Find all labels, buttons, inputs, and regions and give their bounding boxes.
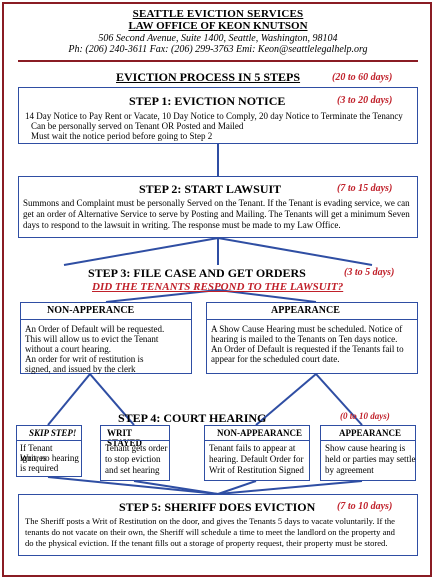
step2-box: STEP 2: START LAWSUIT (7 to 15 days) Sum…	[18, 176, 418, 238]
step1-duration: (3 to 20 days)	[337, 95, 393, 106]
page-border	[2, 2, 432, 577]
nonappearance-line-4: An order for writ of restitution is	[25, 354, 144, 364]
step5-line-2: tenants do not vacate on their own, the …	[25, 527, 395, 537]
nonappearance-line-2: This will allow us to evict the Tenant	[25, 334, 159, 344]
appearance-line-2: hearing is mailed to the Tenants on Ten …	[211, 334, 398, 344]
court-nonappearance-line-3: Writ of Restitution Signed	[209, 465, 304, 475]
step1-line-1: 14 Day Notice to Pay Rent or Vacate, 10 …	[25, 111, 403, 121]
step1-box: STEP 1: EVICTION NOTICE (3 to 20 days) 1…	[18, 87, 418, 144]
process-duration: (20 to 60 days)	[332, 72, 393, 83]
appearance-title: APPEARANCE	[271, 305, 340, 316]
step5-box: STEP 5: SHERIFF DOES EVICTION (7 to 10 d…	[18, 494, 418, 556]
writ-stayed-box: WRIT STAYED Tenant gets order to stop ev…	[100, 425, 170, 481]
court-appearance-divider	[321, 440, 415, 441]
step1-title: STEP 1: EVICTION NOTICE	[129, 94, 286, 108]
court-appearance-line-3: by agreement	[325, 465, 374, 475]
skip-step-divider	[17, 440, 81, 441]
step2-duration: (7 to 15 days)	[337, 183, 393, 194]
skip-line-1: If Tenant ignores	[20, 443, 53, 463]
step2-line-2: get an order of Alternative Service to s…	[23, 209, 410, 219]
step3-title: STEP 3: FILE CASE AND GET ORDERS	[88, 266, 306, 280]
skip-line-3: is required	[20, 463, 59, 473]
court-nonappearance-line-1: Tenant fails to appear at	[209, 443, 296, 453]
step4-duration: (0 to 10 days)	[340, 411, 390, 421]
step4-title: STEP 4: COURT HEARING	[118, 411, 267, 425]
step3-duration: (3 to 5 days)	[344, 267, 395, 278]
court-nonappearance-box: NON-APPEARANCE Tenant fails to appear at…	[204, 425, 310, 481]
step1-line-2: Can be personally served on Tenant OR Po…	[31, 121, 244, 131]
nonappearance-line-3: without a court hearing.	[25, 344, 111, 354]
appearance-line-4: appear for the scheduled court date.	[211, 354, 340, 364]
skip-step-box: SKIP STEP! If Tenant ignores Writ, no he…	[16, 425, 82, 477]
nonappearance-line-1: An Order of Default will be requested.	[25, 324, 165, 334]
writ-line-3: and set hearing	[105, 465, 160, 475]
step2-line-3: days to respond to the lawsuit in writin…	[23, 220, 341, 230]
office-name: LAW OFFICE OF KEON KNUTSON	[128, 20, 308, 32]
step5-line-1: The Sheriff posts a Writ of Restitution …	[25, 516, 395, 526]
step5-title: STEP 5: SHERIFF DOES EVICTION	[119, 500, 316, 514]
court-appearance-title: APPEARANCE	[339, 428, 401, 438]
step5-line-3: do the physical eviction. If the tenant …	[25, 538, 388, 548]
court-appearance-line-1: Show cause hearing is	[325, 443, 406, 453]
header-divider	[18, 60, 418, 62]
writ-stayed-title: WRIT STAYED	[107, 428, 143, 448]
nonappearance-title: NON-APPERANCE	[47, 305, 135, 316]
court-nonappearance-divider	[205, 440, 309, 441]
court-nonappearance-line-2: hearing. Default Order for	[209, 454, 304, 464]
appearance-box: APPEARANCE A Show Cause Hearing must be …	[206, 302, 418, 374]
office-contact: Ph: (206) 240-3611 Fax: (206) 299-3763 E…	[68, 44, 368, 55]
firm-name: SEATTLE EVICTION SERVICES	[132, 8, 304, 20]
appearance-divider	[207, 319, 417, 320]
step1-line-3: Must wait the notice period before going…	[31, 131, 213, 141]
step2-line-1: Summons and Complaint must be personally…	[23, 198, 410, 208]
writ-line-1: Tenant gets order	[105, 443, 168, 453]
step3-question: DID THE TENANTS RESPOND TO THE LAWSUIT?	[92, 281, 344, 293]
step2-title: STEP 2: START LAWSUIT	[139, 182, 282, 196]
skip-step-title: SKIP STEP!	[29, 428, 77, 438]
office-address: 506 Second Avenue, Suite 1400, Seattle, …	[98, 33, 338, 44]
appearance-line-3: An Order of Default is requested if the …	[211, 344, 404, 354]
appearance-line-1: A Show Cause Hearing must be scheduled. …	[211, 324, 403, 334]
process-title: EVICTION PROCESS IN 5 STEPS	[116, 70, 301, 84]
writ-stayed-divider	[101, 440, 169, 441]
skip-line-2: Writ, no hearing	[20, 453, 79, 463]
court-nonappearance-title: NON-APPEARANCE	[217, 428, 302, 438]
step5-duration: (7 to 10 days)	[337, 501, 393, 512]
nonappearance-divider	[21, 319, 191, 320]
court-appearance-box: APPEARANCE Show cause hearing is held or…	[320, 425, 416, 481]
writ-line-2: to stop eviction	[105, 454, 161, 464]
nonappearance-line-5: signed, and issued by the clerk	[25, 364, 136, 374]
court-appearance-line-2: held or parties may settle	[325, 454, 416, 464]
nonappearance-box: NON-APPERANCE An Order of Default will b…	[20, 302, 192, 374]
